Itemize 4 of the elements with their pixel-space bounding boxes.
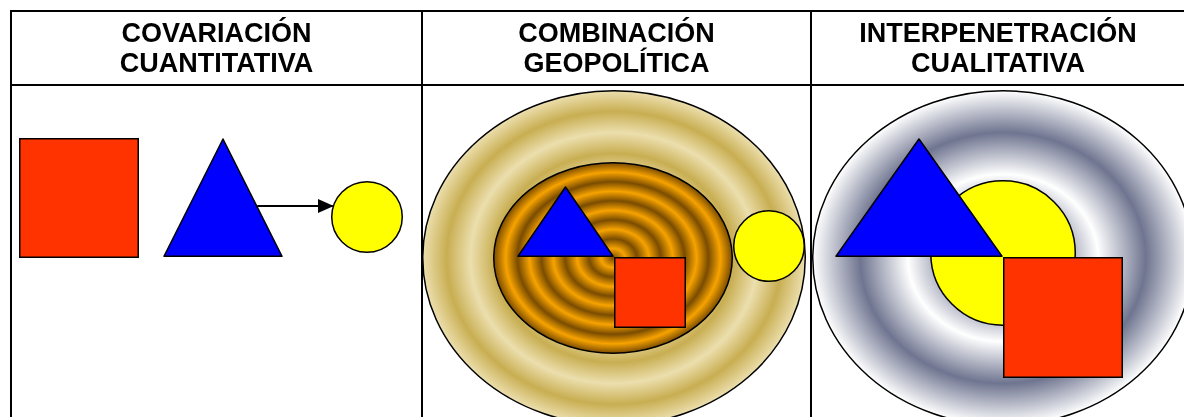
column-heading: INTERPENETRACIÓN CUALITATIVA [858,18,1138,78]
column-heading: COMBINACIÓN GEOPOLÍTICA [517,18,716,78]
column-heading: COVARIACIÓN CUANTITATIVA [118,18,315,78]
arrow [256,199,334,213]
